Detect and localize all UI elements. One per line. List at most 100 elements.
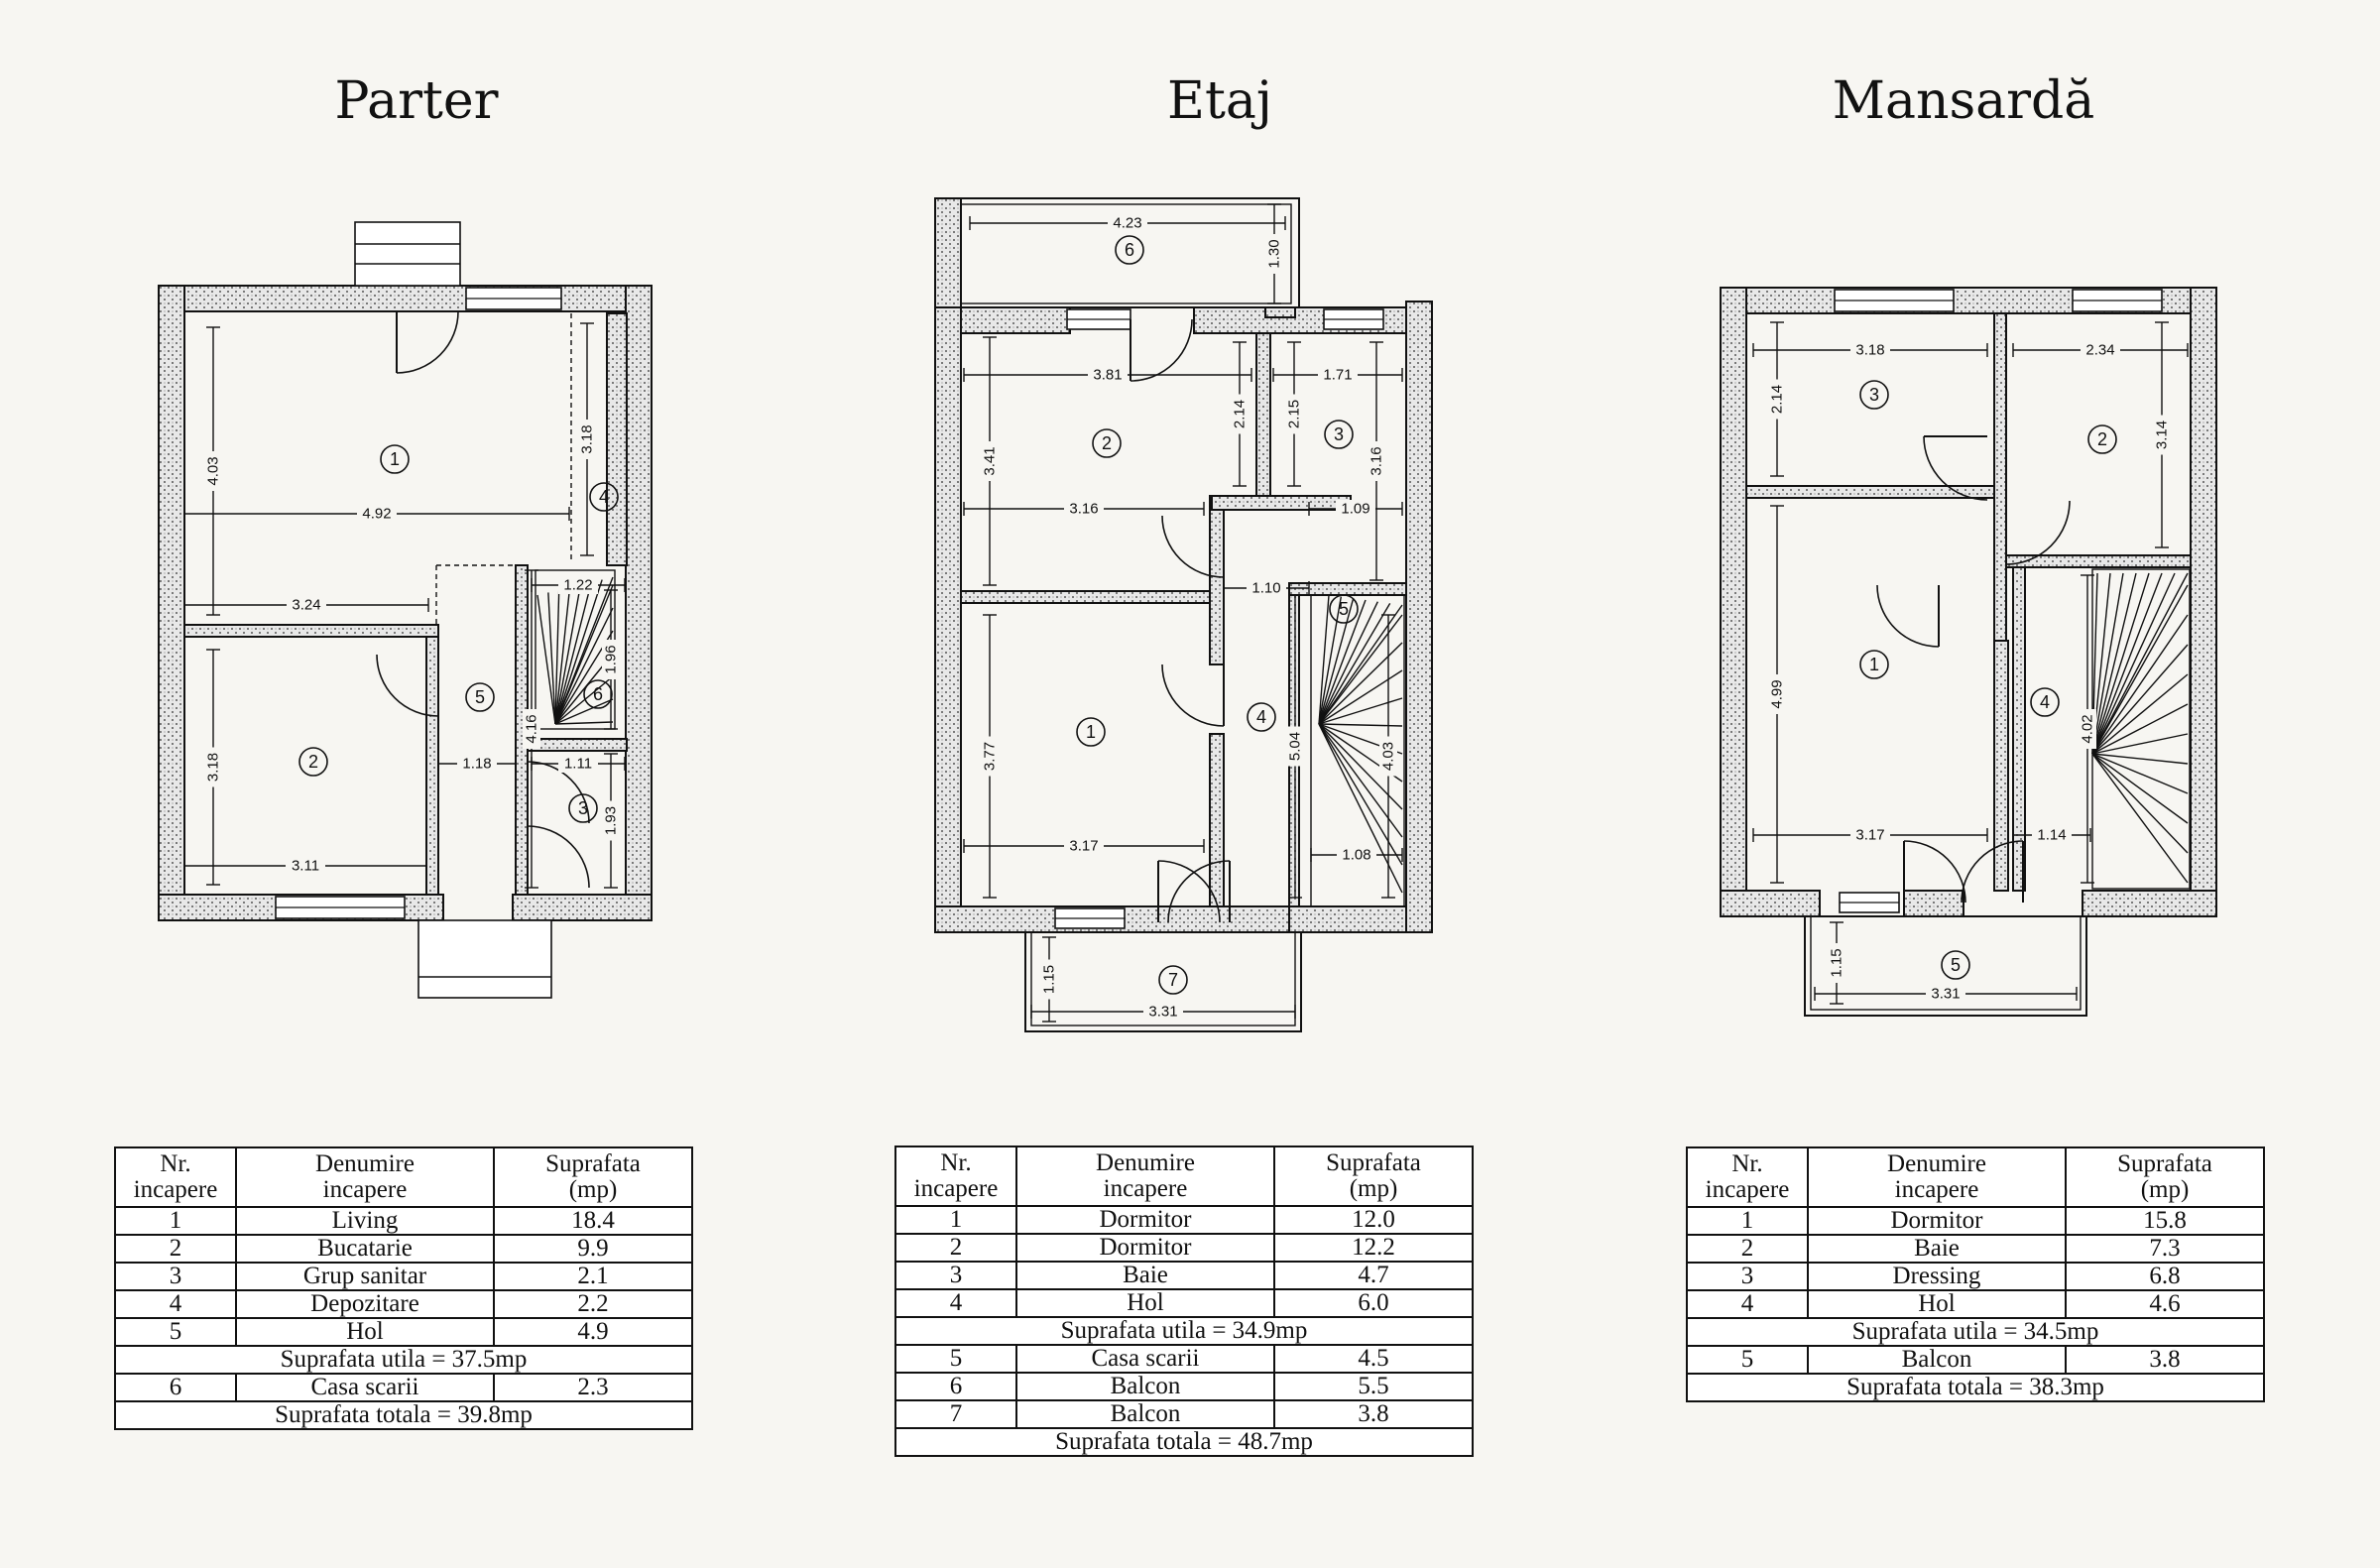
dimension-label-bg — [1247, 579, 1286, 597]
dimension-label: 3.14 — [2154, 421, 2171, 449]
plan-line — [2091, 572, 2137, 755]
wall — [2190, 287, 2217, 917]
dimension-label: 3.31 — [1148, 1004, 1177, 1021]
dimension-label: 4.23 — [1113, 215, 1141, 232]
room-marker — [1324, 420, 1354, 449]
plan-line — [2091, 572, 2150, 755]
wall — [1720, 287, 1747, 917]
room-number: 1 — [1086, 722, 1096, 742]
dimension-label-bg — [204, 747, 222, 787]
table-cell: 3.8 — [2065, 1345, 2265, 1375]
plan-line — [554, 675, 614, 725]
table-cell: 5.5 — [1273, 1372, 1474, 1401]
dimension-label-bg — [1040, 959, 1058, 1000]
room-marker — [1859, 650, 1889, 679]
dimension-label: 1.14 — [2037, 827, 2066, 844]
door-swing — [527, 761, 590, 824]
room-number: 5 — [475, 687, 485, 707]
room-number: 3 — [1869, 385, 1879, 405]
dimension-label-bg — [1768, 674, 1786, 714]
plan-line — [2091, 572, 2189, 755]
table-cell: Hol — [235, 1317, 495, 1347]
door-swing — [1161, 515, 1225, 578]
table-cell: 3 — [894, 1261, 1017, 1290]
table-total: Suprafata totala = 39.8mp — [114, 1400, 693, 1430]
table-total: Suprafata utila = 34.9mp — [894, 1316, 1474, 1346]
dimension-label-bg — [1318, 366, 1358, 384]
table-cell: Dressing — [1807, 1262, 2067, 1291]
plan-line — [1318, 596, 1343, 725]
plan-line — [2091, 572, 2176, 755]
door-swing — [2005, 500, 2071, 565]
dimension-label-bg — [2081, 341, 2120, 359]
table-cell: 18.4 — [493, 1206, 693, 1236]
table-cell: Dormitor — [1015, 1233, 1275, 1263]
entrance-step — [354, 221, 461, 287]
dimension-label-bg — [2079, 709, 2096, 749]
door-swing — [1923, 435, 1988, 501]
plan-line — [554, 587, 571, 725]
wall — [2005, 554, 2192, 568]
table-header: Nr.incapere — [894, 1146, 1017, 1207]
plan-line — [554, 579, 603, 725]
table-header: Nr.incapere — [114, 1146, 237, 1208]
table-cell: 1 — [894, 1205, 1017, 1235]
door-swing — [1876, 584, 1940, 648]
wall — [960, 590, 1224, 604]
table-cell: 4.7 — [1273, 1261, 1474, 1290]
plan-line — [2091, 614, 2189, 755]
dimension-label: 3.18 — [205, 753, 222, 782]
dimension-label-bg — [558, 755, 598, 773]
dimension-label-bg — [1337, 846, 1376, 864]
dimension-label: 1.11 — [564, 756, 592, 773]
dimension-label-bg — [1828, 943, 1845, 983]
table-cell: 9.9 — [493, 1234, 693, 1264]
table-total: Suprafata totala = 38.3mp — [1686, 1373, 2265, 1402]
table-cell: 2.3 — [493, 1373, 693, 1402]
room-marker — [583, 679, 613, 709]
dimension-label: 3.16 — [1368, 446, 1385, 475]
table-cell: 5 — [894, 1344, 1017, 1374]
table-cell: 4 — [894, 1288, 1017, 1318]
plan-line — [2091, 572, 2163, 755]
table-total: Suprafata utila = 37.5mp — [114, 1345, 693, 1375]
table-cell: 5 — [1686, 1345, 1809, 1375]
dimension-label-bg — [578, 420, 596, 459]
wall — [606, 312, 628, 566]
dimension-label: 2.14 — [1769, 385, 1786, 414]
table-cell: 2 — [114, 1234, 237, 1264]
dimension-label-bg — [1231, 394, 1249, 434]
room-number: 7 — [1168, 970, 1178, 990]
table-cell: 7.3 — [2065, 1234, 2265, 1264]
wall — [1993, 640, 2009, 892]
table-header: Suprafata(mp) — [2065, 1146, 2265, 1208]
dimension-label-bg — [1768, 379, 1786, 420]
plan-line — [1318, 602, 1391, 725]
plan-line — [2091, 753, 2189, 794]
table-cell: 6.0 — [1273, 1288, 1474, 1318]
dimension-label-bg — [1368, 441, 1385, 481]
wall — [1405, 301, 1433, 933]
dimension-label: 4.02 — [2080, 714, 2096, 743]
table-cell: 2.1 — [493, 1262, 693, 1291]
table-total: Suprafata utila = 34.5mp — [1686, 1317, 2265, 1347]
wall — [1264, 306, 1296, 318]
room-number: 2 — [2097, 429, 2107, 449]
dimension-label: 4.03 — [1380, 742, 1397, 771]
room-number: 3 — [1334, 424, 1344, 444]
room-marker — [1158, 965, 1188, 995]
dimension-label-bg — [1926, 985, 1965, 1003]
floor-title-mansarda: Mansardă — [1832, 71, 2095, 131]
door-swing — [1130, 318, 1193, 382]
plan-line — [1318, 599, 1367, 725]
dimension-label: 5.04 — [1287, 732, 1304, 761]
door-swing — [396, 310, 459, 374]
plan-line — [2091, 753, 2189, 824]
